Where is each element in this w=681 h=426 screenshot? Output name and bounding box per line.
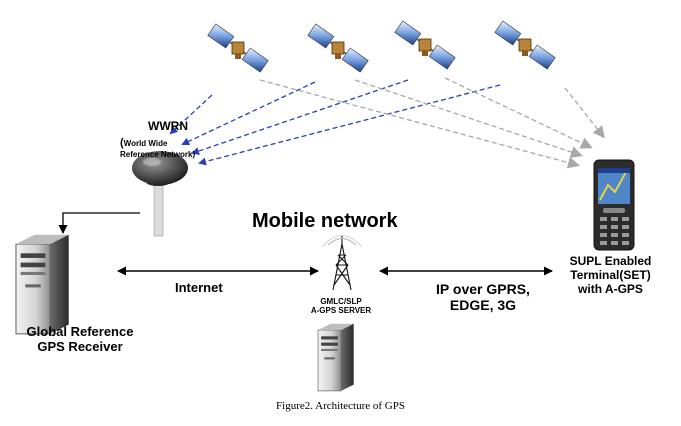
antenna-to-receiver-link xyxy=(58,212,140,234)
global-line-2: GPS Receiver xyxy=(37,338,123,354)
satellite-icon xyxy=(494,20,556,70)
figure-caption: Figure2. Architecture of GPS xyxy=(276,400,405,412)
mobile-network-label: Mobile network xyxy=(252,210,398,232)
ip-over-gprs-label: IP over GPRS,EDGE, 3G xyxy=(423,281,543,313)
wwrn-line-1: World Wide xyxy=(123,139,168,148)
server-tower-icon xyxy=(15,233,70,335)
satellite-to-antenna-signals xyxy=(169,79,501,166)
satellite-icon xyxy=(307,23,369,73)
internet-label: Internet xyxy=(175,280,223,295)
wwrn-open-paren: ( xyxy=(120,137,124,149)
global-line-1: Global Reference xyxy=(26,324,134,339)
ip-line-1: IP over GPRS, xyxy=(436,281,530,297)
satellite-icon xyxy=(207,23,269,73)
ip-line-2: EDGE, 3G xyxy=(449,297,517,314)
server-tower-icon xyxy=(317,323,355,392)
supl-line-3: with A-GPS xyxy=(578,281,643,296)
gmlc-line-1: GMLC/SLP xyxy=(320,297,362,306)
gmlc-line-2: A-GPS SERVER xyxy=(310,306,372,316)
supl-line-1: SUPL Enabled xyxy=(569,254,652,268)
cell-tower-icon xyxy=(321,234,363,291)
satellite-to-terminal-signals xyxy=(259,77,605,169)
wwrn-line-2: Reference Network) xyxy=(120,149,196,159)
mobile-phone-icon xyxy=(593,159,635,251)
supl-line-2: Terminal(SET) xyxy=(570,267,651,282)
gps-antenna-icon xyxy=(132,151,188,237)
satellite-icon xyxy=(394,20,456,70)
wwrn-title: WWRN xyxy=(148,119,188,133)
